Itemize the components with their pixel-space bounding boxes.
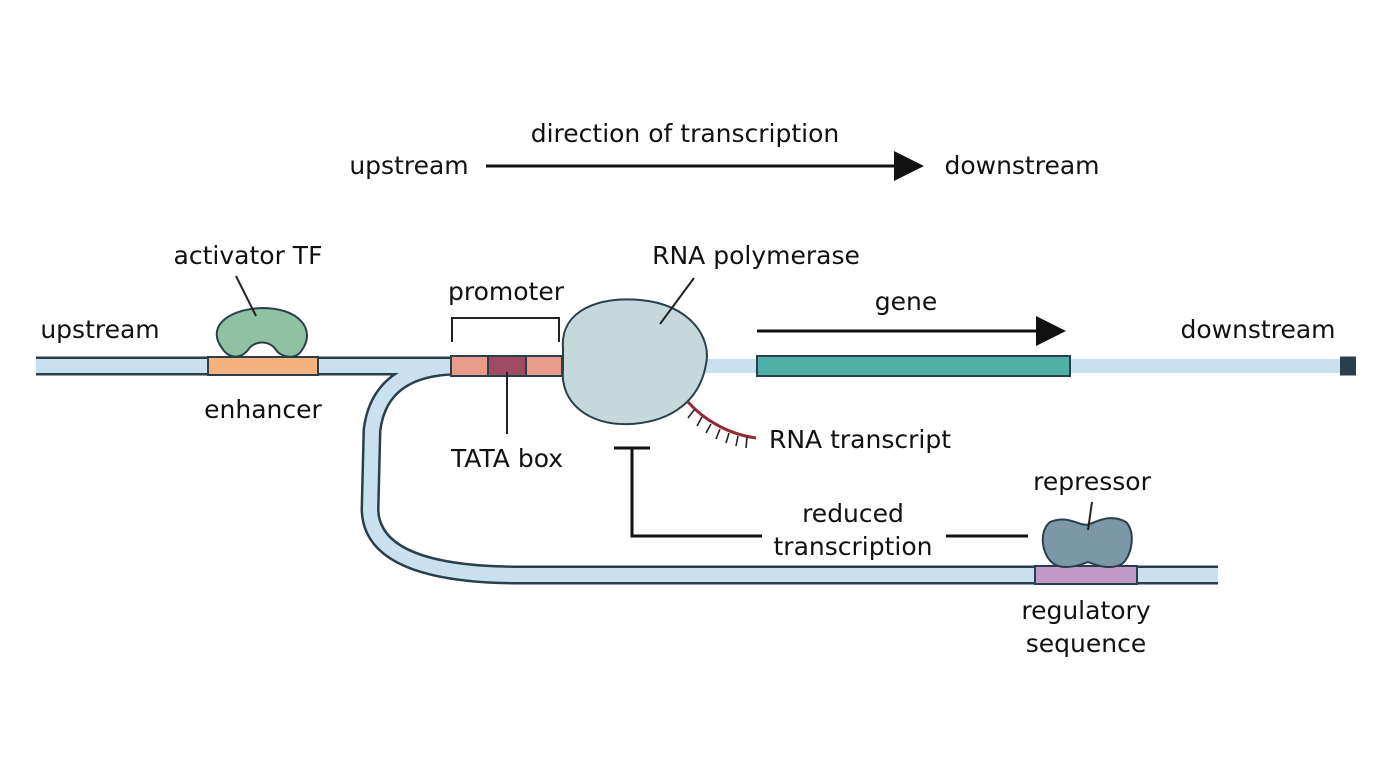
gene-region — [756, 355, 1071, 377]
promoter-region-right — [525, 355, 563, 377]
dna-downstream-label: downstream — [1180, 315, 1335, 344]
promoter-region-left — [450, 355, 489, 377]
reduced-transcription-label-line2: transcription — [774, 532, 933, 561]
rna-polymerase — [561, 298, 708, 426]
header-upstream-label: upstream — [349, 151, 468, 180]
enhancer-region — [207, 356, 319, 376]
activator-tf — [215, 306, 308, 358]
gene-label: gene — [875, 287, 937, 316]
rna-transcript-label: RNA transcript — [769, 425, 951, 454]
activator-tf-label: activator TF — [174, 241, 323, 270]
rna-transcript — [686, 401, 757, 449]
repressor-label: repressor — [1033, 467, 1151, 496]
activator-tf-pointer — [235, 275, 257, 317]
dna-upstream-label: upstream — [40, 315, 159, 344]
enhancer-label: enhancer — [204, 395, 322, 424]
reduced-transcription-label-line1: reduced — [802, 499, 904, 528]
regulatory-sequence-label-line2: sequence — [1026, 629, 1146, 658]
repressor-pointer — [1087, 501, 1093, 531]
rna-polymerase-label: RNA polymerase — [652, 241, 860, 270]
regulatory-sequence-label-line1: regulatory — [1021, 596, 1150, 625]
regulatory-sequence-region — [1034, 565, 1138, 585]
repressor — [1041, 517, 1133, 569]
promoter-label: promoter — [448, 277, 565, 306]
tata-box-label: TATA box — [450, 444, 563, 473]
promoter-bracket — [451, 317, 560, 342]
header-downstream-label: downstream — [944, 151, 1099, 180]
rna-polymerase-pointer — [659, 277, 695, 325]
direction-of-transcription-label: direction of transcription — [531, 119, 840, 148]
inhibition-line — [630, 448, 762, 538]
